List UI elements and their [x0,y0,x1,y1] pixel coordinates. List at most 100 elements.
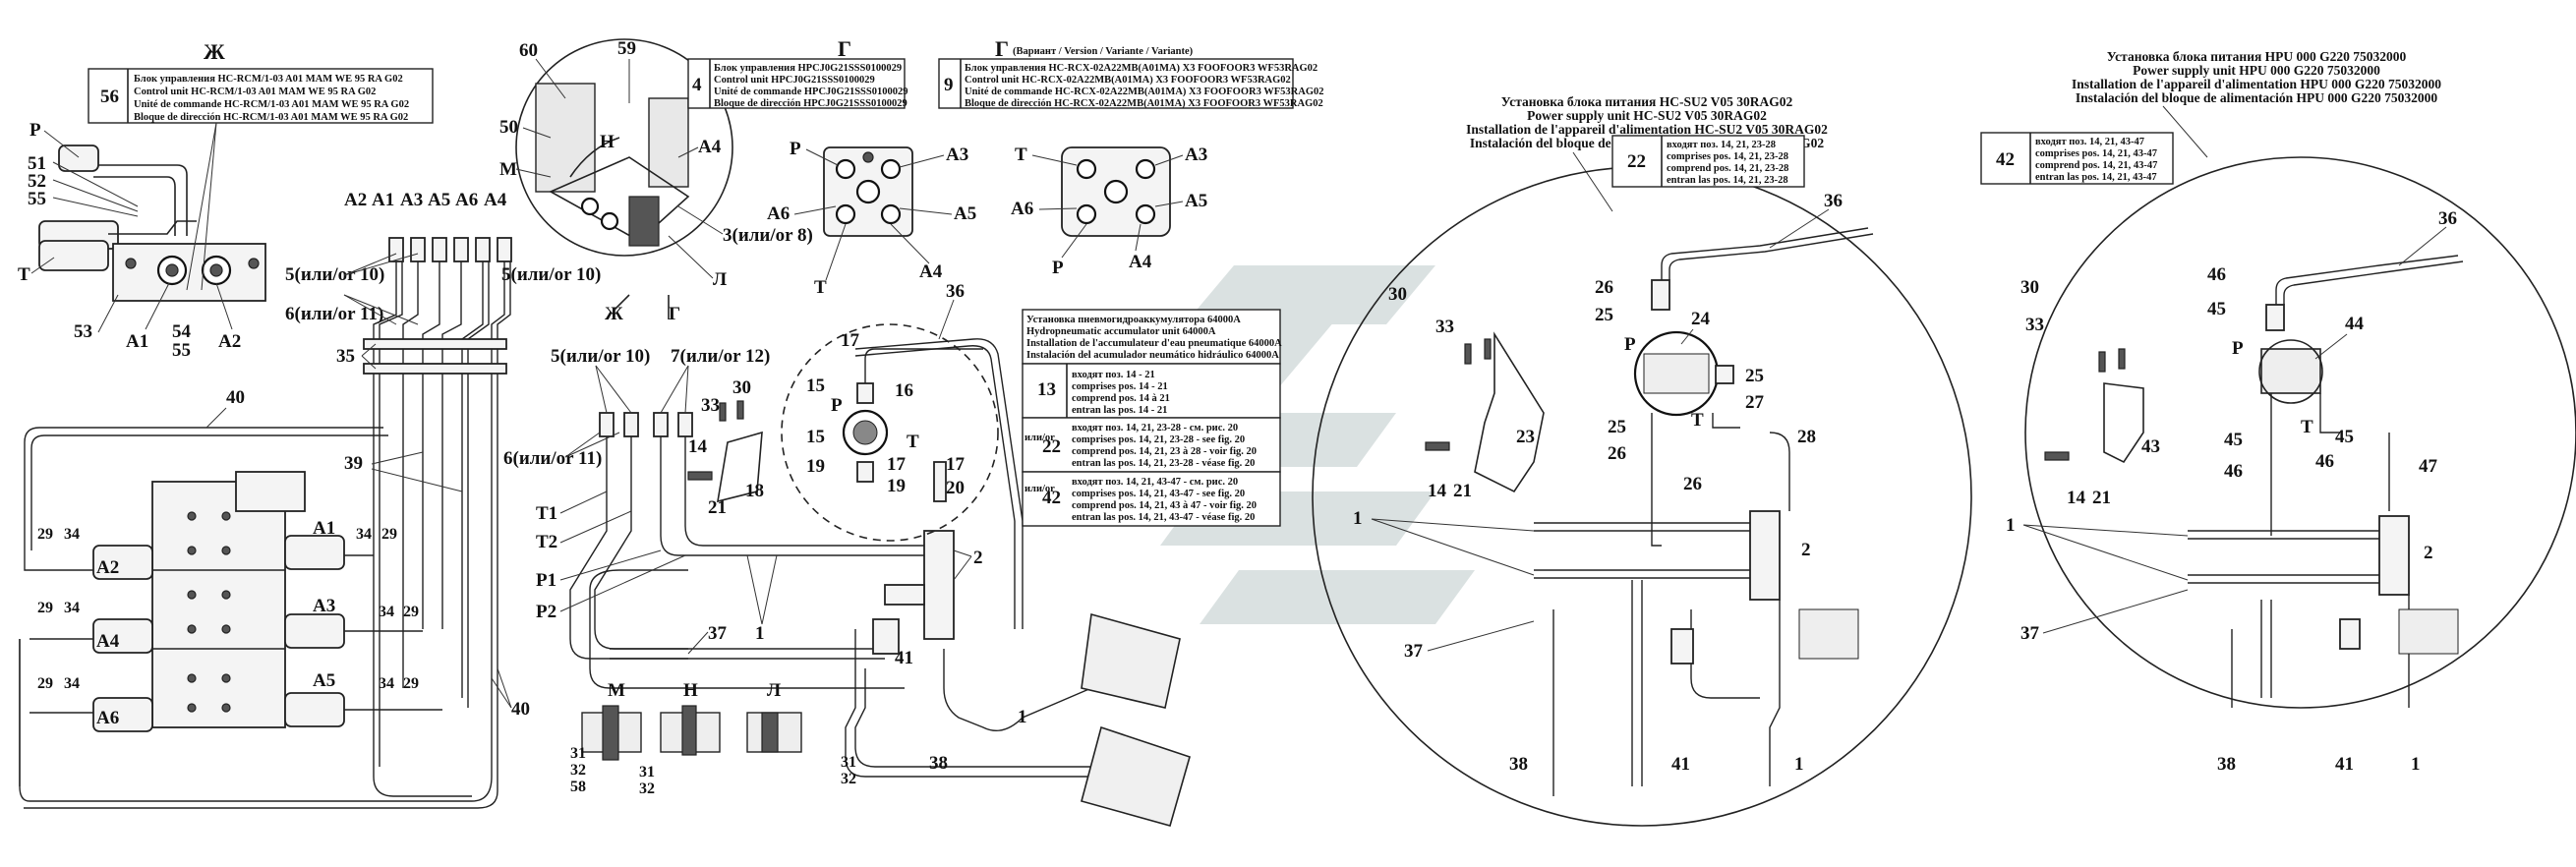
hose-label-a5: A5 [428,190,450,210]
section-zh: Ж 56 Блок управления НС-RCM/1-03 A01 MAM… [18,39,434,361]
zh-label-p: P [29,120,41,141]
hpu-36: 36 [2438,208,2457,229]
section-zh-line-2: Control unit HC-RCM/1-03 A01 MAM WE 95 R… [134,87,376,97]
g-port-a4: A4 [919,261,943,282]
hc-title-3: Installation de l'appareil d'alimentatio… [1466,122,1828,137]
hc-1a: 1 [1353,508,1363,529]
hc-box-3: comprend pos. 14, 21, 23-28 [1667,163,1788,174]
cd-1b: 1 [1018,707,1027,727]
sec-m-32: 32 [570,762,586,779]
acc-tbl-r2-l2: comprises pos. 14, 21, 23-28 - see fig. … [1072,434,1245,445]
cd-p1: P1 [536,570,556,591]
circle-hpu: Установка блока питания HPU 000 G220 750… [1980,49,2576,775]
cd-38: 38 [929,753,948,774]
hc-25b: 25 [1745,366,1764,386]
hc-38: 38 [1509,754,1528,775]
hose-label-6a: 6(или/or 11) [285,304,383,324]
hpu-43: 43 [2141,436,2160,457]
section-zh-line-4: Bloque de dirección HC-RCM/1-03 A01 MAM … [134,112,408,123]
zh-label-a1: A1 [126,331,148,352]
hc-title-2: Power supply unit HC-SU2 V05 30RAG02 [1527,108,1767,123]
hpu-46a: 46 [2207,264,2226,285]
vb-r-34b: 34 [379,604,394,620]
section-zh-line-3: Unité de commande HC-RCM/1-03 A01 MAM WE… [134,99,409,110]
zh-label-52: 52 [28,171,46,192]
gv-port-a4: A4 [1129,252,1152,272]
sec-h-31: 31 [639,764,655,780]
hc-box-4: entran las pos. 14, 21, 23-28 [1667,175,1788,186]
gv-port-p: P [1052,258,1064,278]
cd-36: 36 [946,281,965,302]
hc-36: 36 [1824,191,1843,211]
hc-p: P [1624,334,1636,355]
hpu-box-num: 42 [1996,149,2015,170]
section-g-line-3: Unité de commande HPCJ0G21SSS0100029 [714,87,907,97]
cd-1a: 1 [755,623,765,644]
hc-28: 28 [1797,427,1816,447]
hc-t: T [1691,410,1704,431]
hpu-41: 41 [2335,754,2354,775]
acc-tbl-r2-num: 22 [1042,436,1061,457]
acc-tbl-r3-l3: comprend pos. 14, 21, 43 à 47 - voir fig… [1072,500,1257,511]
section-g-line-1: Блок управления HPCJ0G21SSS0100029 [714,63,902,74]
detail-lever: 60 59 50 M H A4 3(или/or 8) Л Ж Г [499,38,813,324]
center-diagram: 5(или/or 10) 7(или/or 12) 6(или/or 11) T… [503,281,1191,827]
sec-l-32: 32 [841,771,856,787]
hc-26a: 26 [1595,277,1613,298]
valve-left-labels: 29 34 A2 29 34 A4 29 34 A6 [37,526,120,728]
g-port-p: P [790,139,801,159]
accumulator-detail: 17 15 P 16 15 T 19 17 19 17 20 [781,323,999,542]
section-gv-title: Г [995,36,1009,61]
hpu-21: 21 [2092,488,2111,508]
acc-p: P [831,395,843,416]
lever-label-zh: Ж [605,304,623,324]
lever-label-50: 50 [499,117,518,138]
hc-25a: 25 [1595,305,1613,325]
hc-box-num: 22 [1627,151,1646,172]
acc-tbl-h3: Installation de l'accumulateur d'eau pne… [1026,338,1282,349]
hose-top-labels: A2 A1 A3 A5 A6 A4 [344,190,507,210]
hpu-1b: 1 [2411,754,2421,775]
acc-tbl-r2-prefix: или/or [1025,433,1055,443]
hpu-45b: 45 [2335,427,2354,447]
sec-h-32: 32 [639,780,655,797]
section-gv-line-3: Unité de commande HC-RCX-02A22MB(A01MA) … [965,87,1324,97]
acc-tbl-r3-prefix: или/or [1025,484,1055,494]
section-gv-line-4: Bloque de dirección HC-RCX-02A22MB(A01MA… [965,98,1323,109]
sec-m-58: 58 [570,779,586,795]
acc-17c: 17 [946,454,966,475]
acc-tbl-h2: Hydropneumatic accumulator unit 64000A [1026,326,1216,337]
acc-tbl-r1-num: 13 [1037,379,1056,400]
vb-l-34a: 34 [64,526,80,543]
hc-25c: 25 [1608,417,1626,437]
hose-bundle: A2 A1 A3 A5 A6 A4 5(или [19,190,601,809]
hc-title-1: Установка блока питания HC-SU2 V05 30RAG… [1501,94,1793,109]
zh-label-55b: 55 [172,340,191,361]
cd-p2: P2 [536,602,556,622]
sec-l-title: Л [767,680,781,701]
hose-label-40b: 40 [511,699,530,720]
g-port-a5: A5 [954,203,976,224]
lever-label-a4: A4 [698,137,722,157]
section-gv-subtitle: (Вариант / Version / Variante / Variante… [1013,46,1194,57]
vb-l-a2: A2 [96,557,119,578]
section-g: Г 4 Блок управления HPCJ0G21SSS0100029 C… [687,36,976,298]
acc-t: T [907,432,919,452]
acc-tbl-r2-l3: comprend pos. 14, 21, 23 à 28 - voir fig… [1072,446,1257,457]
acc-tbl-h1: Установка пневмогидроаккумулятора 64000A [1026,315,1241,325]
acc-tbl-r2-l4: entran las pos. 14, 21, 23-28 - véase fi… [1072,458,1255,469]
acc-15b: 15 [806,427,825,447]
cd-21: 21 [708,497,727,518]
small-sections: M 31 32 58 H 31 32 Л 31 32 [570,680,856,797]
acc-tbl-r2-l1: входят поз. 14, 21, 23-28 - см. рис. 20 [1072,423,1238,434]
section-gv-box-num: 9 [944,75,954,95]
zh-label-54: 54 [172,321,192,342]
hpu-box-4: entran las pos. 14, 21, 43-47 [2035,172,2157,183]
lever-label-h: H [600,132,615,152]
hose-label-a4: A4 [484,190,507,210]
hpu-37: 37 [2020,623,2040,644]
vb-r-34a: 34 [356,526,372,543]
acc-19a: 19 [806,456,825,477]
sec-m-title: M [608,680,625,701]
lever-label-60: 60 [519,40,538,61]
